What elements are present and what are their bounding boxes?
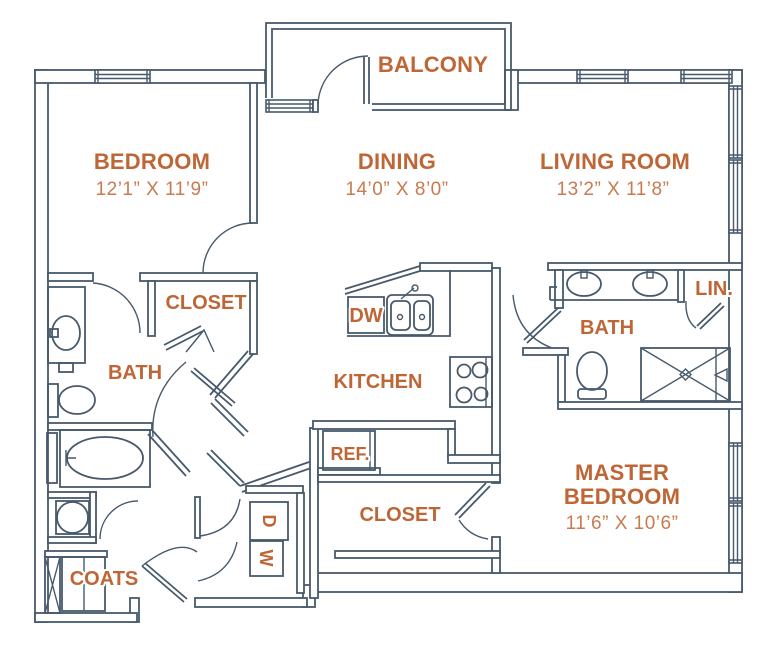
bath-door-arc xyxy=(92,282,141,334)
refrigerator-label: REF. xyxy=(330,444,369,464)
window-living-right-1 xyxy=(728,85,743,159)
sink-faucet xyxy=(49,328,59,338)
bedroom-dimensions: 12’1” X 11’9” xyxy=(96,179,209,200)
bedroom-closet-label: CLOSET xyxy=(165,292,246,314)
living-room-dimensions: 13’2” X 11’8” xyxy=(557,179,670,200)
master-bath: BATH LIN. xyxy=(512,262,743,410)
wall-bottom xyxy=(312,572,743,593)
master-bedroom-label-1: MASTER xyxy=(575,460,669,485)
shower-head xyxy=(713,367,728,383)
closet-bifold-door xyxy=(163,325,204,351)
dryer-label: D xyxy=(259,515,279,528)
coats-closet: COATS xyxy=(44,550,140,614)
laundry-closet: D W xyxy=(194,427,319,599)
hall-door-leaf xyxy=(190,367,236,407)
washer-label: W xyxy=(256,550,276,567)
bedroom: BEDROOM 12’1” X 11’9” xyxy=(47,82,258,282)
french-door-leaf xyxy=(194,496,201,539)
window-master-1 xyxy=(728,442,743,502)
bath-label: BATH xyxy=(108,362,162,384)
utility-closet xyxy=(47,491,139,544)
shower xyxy=(640,347,731,402)
window-bedroom xyxy=(94,69,151,84)
refrigerator-box xyxy=(322,430,376,471)
master-bath-door-leaf xyxy=(523,307,562,344)
double-vanity xyxy=(549,286,678,301)
wall-bottom-left xyxy=(34,612,138,623)
sink xyxy=(632,271,668,297)
kitchen-label: KITCHEN xyxy=(334,371,423,393)
linen-door-arc xyxy=(685,300,697,329)
bedroom-closet: CLOSET xyxy=(147,280,258,399)
balcony: BALCONY xyxy=(264,22,512,113)
bath: BATH xyxy=(46,286,191,488)
master-bedroom-dimensions: 11’6” X 10’6” xyxy=(566,513,679,534)
coats-label: COATS xyxy=(70,568,139,590)
master-bath-label: BATH xyxy=(580,317,634,339)
master-bedroom-label-2: BEDROOM xyxy=(564,484,680,509)
window-living-right-2 xyxy=(728,159,743,234)
bedroom-label: BEDROOM xyxy=(94,149,210,174)
window-balcony xyxy=(265,99,314,113)
master-closet: CLOSET xyxy=(317,474,501,559)
dishwasher-box xyxy=(347,296,385,334)
toilet-tank xyxy=(47,383,59,418)
dryer-box xyxy=(249,501,289,541)
wall-left xyxy=(34,69,49,623)
wall-bottom-entry xyxy=(194,597,308,608)
sink xyxy=(51,315,81,351)
master-bath-door-arc xyxy=(512,294,559,351)
kitchen-sink xyxy=(386,284,434,336)
master-closet-label: CLOSET xyxy=(359,504,440,526)
sink xyxy=(566,271,602,297)
utility-door-arc xyxy=(99,500,139,540)
window-master-2 xyxy=(728,502,743,564)
washer-box xyxy=(249,540,284,577)
linen-label: LIN. xyxy=(695,278,733,300)
entry-door-arc xyxy=(141,546,198,567)
dining-label: DINING xyxy=(358,149,436,174)
window-living-1 xyxy=(576,69,629,84)
tub-faucet xyxy=(65,450,76,466)
water-heater xyxy=(56,501,89,534)
hall-doors xyxy=(92,282,249,487)
stove xyxy=(449,356,493,408)
bedroom-right-wall xyxy=(249,82,258,224)
balcony-door xyxy=(317,55,370,105)
kitchen: KITCHEN DW REF. xyxy=(312,262,501,574)
dining-dimensions: 14’0” X 8’0” xyxy=(345,179,448,200)
master-bedroom: MASTER BEDROOM 11’6” X 10’6” xyxy=(562,458,682,536)
entry-door-leaf xyxy=(141,562,188,603)
bathtub xyxy=(59,429,151,488)
living-room-label: LIVING ROOM xyxy=(540,149,690,174)
toilet xyxy=(576,351,608,391)
master-closet-door-leaf xyxy=(454,482,491,519)
linen-door-leaf xyxy=(696,302,725,330)
balcony-label: BALCONY xyxy=(378,52,488,77)
master-closet-door-arc xyxy=(458,519,489,540)
entry-door xyxy=(141,546,198,603)
windows xyxy=(94,69,743,564)
dishwasher-label: DW xyxy=(349,305,382,327)
window-living-2 xyxy=(680,69,733,84)
toilet xyxy=(58,385,96,415)
bedroom-door-arc xyxy=(202,222,254,274)
